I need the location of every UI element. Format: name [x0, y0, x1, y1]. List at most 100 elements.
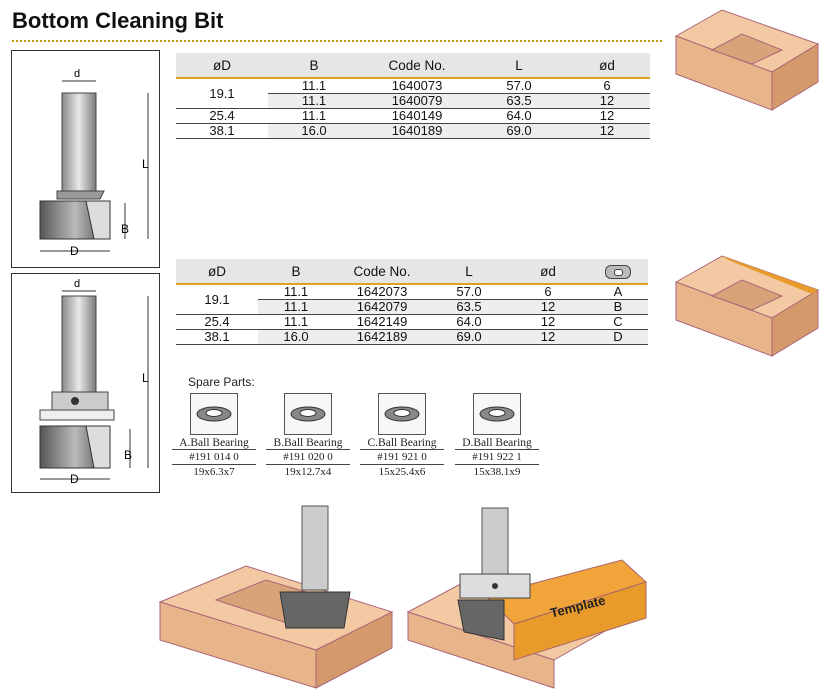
- cell-code: 1642149: [334, 314, 430, 330]
- cell-oD: 19.1: [176, 284, 258, 315]
- dim-label-d: d: [74, 278, 80, 290]
- spare-label: D.Ball Bearing: [462, 437, 532, 449]
- bearing-icon: [605, 264, 631, 279]
- spare-label: C.Ball Bearing: [367, 437, 437, 449]
- spare-dims: 19x12.7x4: [284, 466, 332, 478]
- bit-in-groove-illustration: [158, 505, 394, 689]
- cell-od: 12: [508, 299, 588, 315]
- page-title: Bottom Cleaning Bit: [12, 8, 224, 33]
- spare-dims: 15x38.1x9: [473, 466, 521, 478]
- col-od: ød: [508, 259, 588, 285]
- col-B: B: [258, 259, 334, 285]
- col-code: Code No.: [360, 53, 474, 79]
- cell-L: 57.0: [474, 78, 564, 94]
- table-row: 11.1 1642079 63.5 12 B: [176, 299, 648, 315]
- cell-od: 12: [564, 108, 650, 124]
- cell-oD: 19.1: [176, 78, 268, 109]
- table-row: 38.1 16.0 1640189 69.0 12: [176, 123, 650, 139]
- cell-B: 16.0: [258, 329, 334, 345]
- cell-B: 11.1: [258, 299, 334, 315]
- cell-code: 1640079: [360, 93, 474, 109]
- cell-bearing: D: [588, 329, 648, 345]
- table-row: 11.1 1640079 63.5 12: [176, 93, 650, 109]
- dim-label-L: L: [142, 157, 149, 171]
- cell-L: 69.0: [430, 329, 508, 345]
- col-oD: øD: [176, 53, 268, 79]
- wood-groove-illustration-2: [674, 255, 820, 357]
- spare-dims: 19x6.3x7: [193, 466, 235, 478]
- dim-label-B: B: [124, 448, 132, 462]
- ball-bearing-icon: [190, 393, 238, 435]
- col-L: L: [474, 53, 564, 79]
- cell-L: 64.0: [430, 314, 508, 330]
- col-od: ød: [564, 53, 650, 79]
- bit-diagram-1: d L B D: [11, 50, 160, 268]
- spec-table-2: øD B Code No. L ød 19.1 11.1 1642073 57.…: [176, 259, 648, 345]
- spare-number: #191 020 0: [266, 449, 350, 465]
- col-B: B: [268, 53, 360, 79]
- table-row: 25.4 11.1 1642149 64.0 12 C: [176, 314, 648, 330]
- ball-bearing-icon: [284, 393, 332, 435]
- ball-bearing-icon: [378, 393, 426, 435]
- bit-with-template-illustration: Template: [406, 507, 647, 689]
- table-row: 19.1 11.1 1642073 57.0 6 A: [176, 284, 648, 315]
- spare-number: #191 921 0: [360, 449, 444, 465]
- table-row: 25.4 11.1 1640149 64.0 12: [176, 108, 650, 124]
- spare-parts-title: Spare Parts:: [188, 375, 255, 389]
- spare-part-d: D.Ball Bearing #191 922 1 15x38.1x9: [455, 393, 539, 479]
- cell-B: 11.1: [268, 78, 360, 94]
- spare-dims: 15x25.4x6: [378, 466, 426, 478]
- cell-od: 6: [564, 78, 650, 94]
- cell-code: 1642189: [334, 329, 430, 345]
- table-row: 19.1 11.1 1640073 57.0 6: [176, 78, 650, 109]
- table-row: 38.1 16.0 1642189 69.0 12 D: [176, 329, 648, 345]
- cell-L: 57.0: [430, 284, 508, 300]
- spare-part-a: A.Ball Bearing #191 014 0 19x6.3x7: [172, 393, 256, 479]
- cell-L: 63.5: [430, 299, 508, 315]
- cell-od: 12: [564, 123, 650, 139]
- cell-od: 12: [508, 314, 588, 330]
- cell-od: 12: [564, 93, 650, 109]
- cell-B: 11.1: [268, 93, 360, 109]
- cell-bearing: A: [588, 284, 648, 300]
- cell-L: 69.0: [474, 123, 564, 139]
- cell-code: 1642079: [334, 299, 430, 315]
- cell-code: 1642073: [334, 284, 430, 300]
- cell-oD: 38.1: [176, 123, 268, 139]
- col-L: L: [430, 259, 508, 285]
- cell-B: 16.0: [268, 123, 360, 139]
- dim-label-d: d: [74, 68, 80, 80]
- spare-number: #191 922 1: [455, 449, 539, 465]
- cell-code: 1640189: [360, 123, 474, 139]
- cell-L: 63.5: [474, 93, 564, 109]
- cell-oD: 25.4: [176, 108, 268, 124]
- bit-diagram-2: d L B D: [11, 273, 160, 493]
- dim-label-D: D: [70, 244, 79, 258]
- spare-label: A.Ball Bearing: [179, 437, 249, 449]
- cell-od: 12: [508, 329, 588, 345]
- cell-bearing: C: [588, 314, 648, 330]
- dim-label-L: L: [142, 371, 149, 385]
- title-divider: [12, 40, 662, 42]
- spare-number: #191 014 0: [172, 449, 256, 465]
- cell-oD: 25.4: [176, 314, 258, 330]
- spare-label: B.Ball Bearing: [273, 437, 343, 449]
- cell-oD: 38.1: [176, 329, 258, 345]
- spare-part-b: B.Ball Bearing #191 020 0 19x12.7x4: [266, 393, 350, 479]
- col-bearing: [588, 259, 648, 285]
- cell-L: 64.0: [474, 108, 564, 124]
- cell-B: 11.1: [258, 284, 334, 300]
- cell-code: 1640073: [360, 78, 474, 94]
- ball-bearing-icon: [473, 393, 521, 435]
- cell-B: 11.1: [258, 314, 334, 330]
- cell-od: 6: [508, 284, 588, 300]
- cell-code: 1640149: [360, 108, 474, 124]
- col-oD: øD: [176, 259, 258, 285]
- col-code: Code No.: [334, 259, 430, 285]
- dim-label-D: D: [70, 472, 79, 486]
- cell-bearing: B: [588, 299, 648, 315]
- spec-table-1: øD B Code No. L ød 19.1 11.1 1640073 57.…: [176, 53, 650, 139]
- cell-B: 11.1: [268, 108, 360, 124]
- spare-part-c: C.Ball Bearing #191 921 0 15x25.4x6: [360, 393, 444, 479]
- dim-label-B: B: [121, 222, 129, 236]
